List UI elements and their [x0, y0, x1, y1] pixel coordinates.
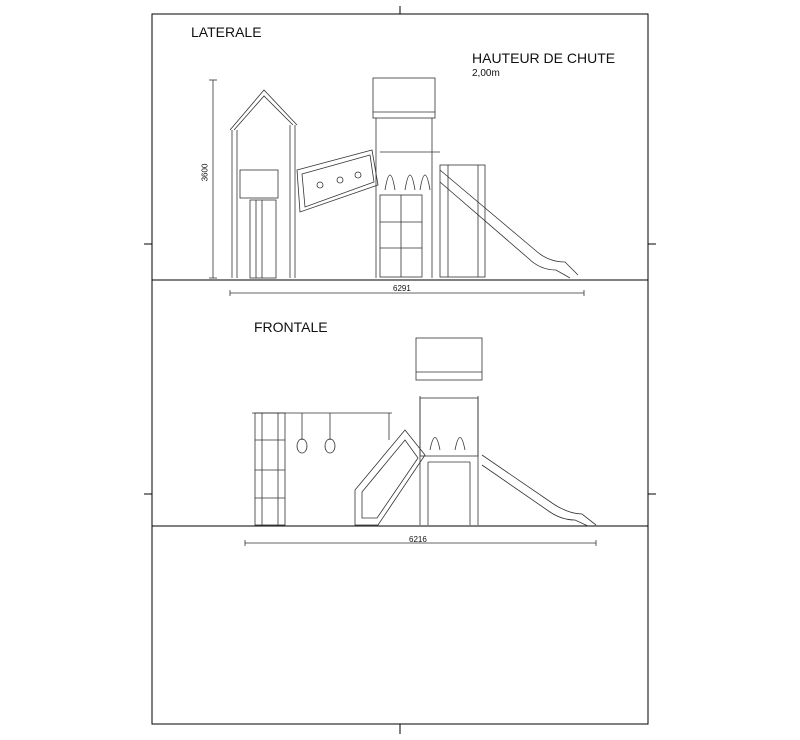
lateral-height-dimension: 3600 — [200, 163, 210, 182]
slide-frontal — [481, 454, 597, 527]
frontal-view-title: FRONTALE — [254, 319, 328, 335]
frontal-width-dimension: 6216 — [409, 535, 427, 544]
slide-lateral — [439, 169, 579, 279]
fall-height-label: HAUTEUR DE CHUTE — [472, 50, 616, 66]
lateral-width-dimension: 6291 — [393, 284, 411, 293]
swing-rings — [252, 412, 392, 454]
lateral-view — [209, 77, 585, 296]
climbing-bridge — [296, 149, 379, 213]
left-tower — [229, 89, 298, 279]
climbing-ramp — [354, 429, 426, 526]
sheet-frame — [151, 13, 649, 725]
climbing-wall — [254, 412, 286, 526]
frontal-view — [244, 337, 597, 546]
right-tower — [372, 77, 486, 278]
lateral-view-title: LATERALE — [191, 24, 262, 40]
frontal-tower — [415, 337, 483, 525]
fall-height-value: 2,00m — [472, 68, 500, 79]
